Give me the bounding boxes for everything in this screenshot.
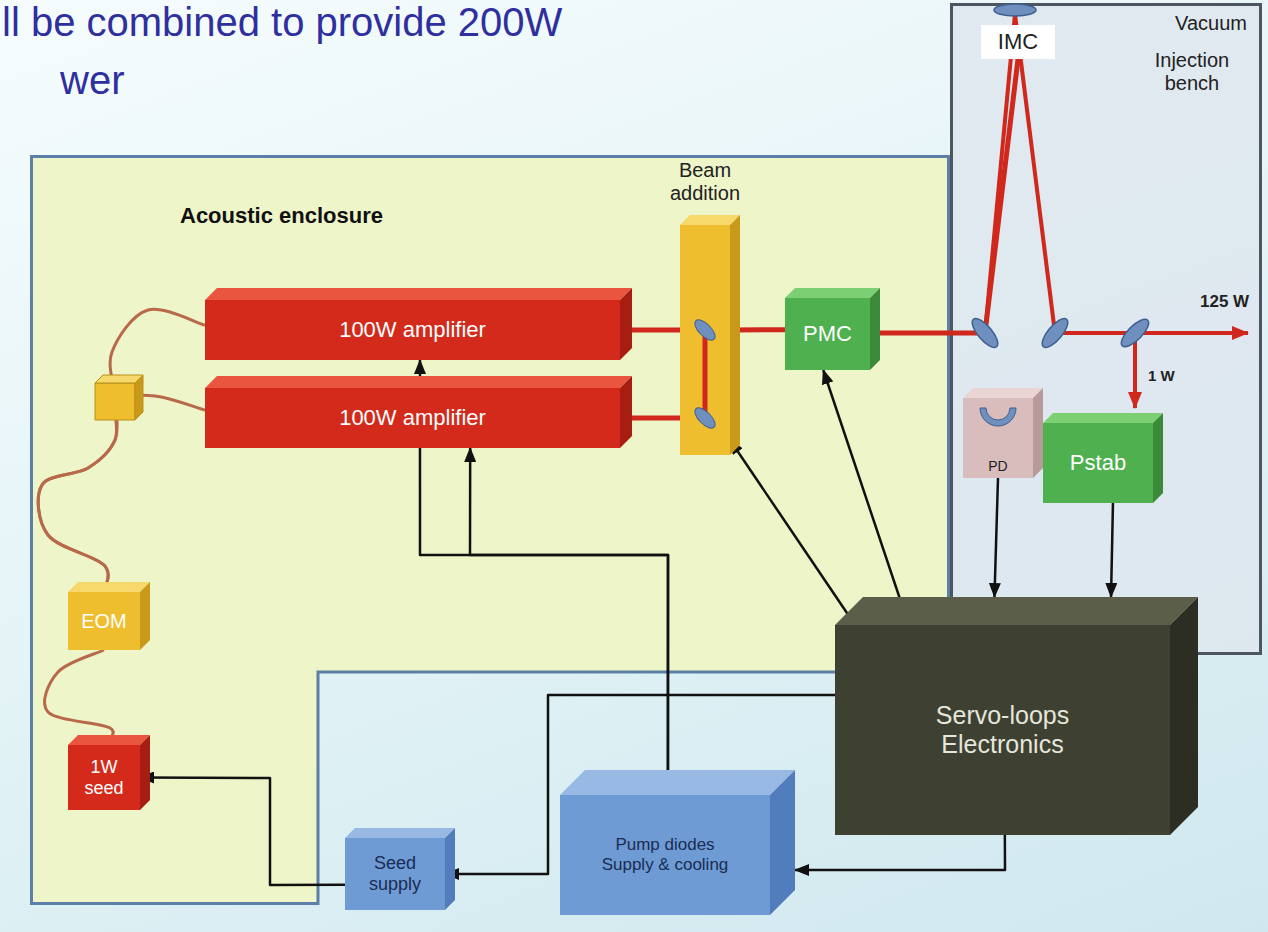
fiber-splitter [95, 375, 143, 420]
amplifier-box: 100W amplifier [205, 300, 620, 360]
control-wire [795, 835, 1005, 870]
box-label: PD [988, 458, 1007, 474]
power-supply-box: Pump diodes Supply & cooling [560, 795, 770, 915]
box-label: 100W amplifier [339, 405, 486, 430]
power-value: 125 W [1200, 292, 1249, 312]
box-label: Pstab [1070, 450, 1126, 475]
box-label: PMC [803, 321, 852, 346]
region-title: Vacuum [1175, 12, 1247, 35]
mirror-pair [680, 225, 730, 455]
region-title: Acoustic enclosure [180, 203, 383, 228]
enclosure-region: Acoustic enclosureBeam addition100W ampl… [30, 155, 950, 905]
heading-fragment: wer [60, 58, 124, 103]
detector-symbol [963, 402, 1033, 442]
box-label: Pump diodes Supply & cooling [593, 835, 738, 874]
box-label: 100W amplifier [339, 317, 486, 342]
box-label: Servo-loops Electronics [903, 701, 1103, 759]
stabilizer-box: Pstab [1043, 423, 1153, 503]
modulator-box: EOM [68, 592, 140, 650]
box-label: EOM [81, 610, 127, 633]
cavity-box: PMC [785, 298, 870, 370]
amplifier-box: 100W amplifier [205, 388, 620, 448]
box-label: 1W seed [79, 757, 129, 798]
power-value: 1 W [1148, 367, 1175, 384]
region-subtitle: Injection bench [1137, 49, 1247, 95]
box-label: Beam addition [650, 159, 760, 205]
electronics-box: Servo-loops Electronics [835, 625, 1170, 835]
box-label: IMC [998, 29, 1038, 54]
enclosure-outline [30, 155, 950, 905]
power-supply-box: Seed supply [345, 838, 445, 910]
heading-fragment: ll be combined to provide 200W [2, 0, 562, 45]
box-label: Seed supply [355, 853, 435, 894]
seed-laser-box: 1W seed [68, 745, 140, 810]
cavity-label-box: IMC [981, 25, 1055, 59]
photodiode-box: PD [963, 398, 1033, 478]
beam-combiner: Beam addition [680, 225, 730, 455]
